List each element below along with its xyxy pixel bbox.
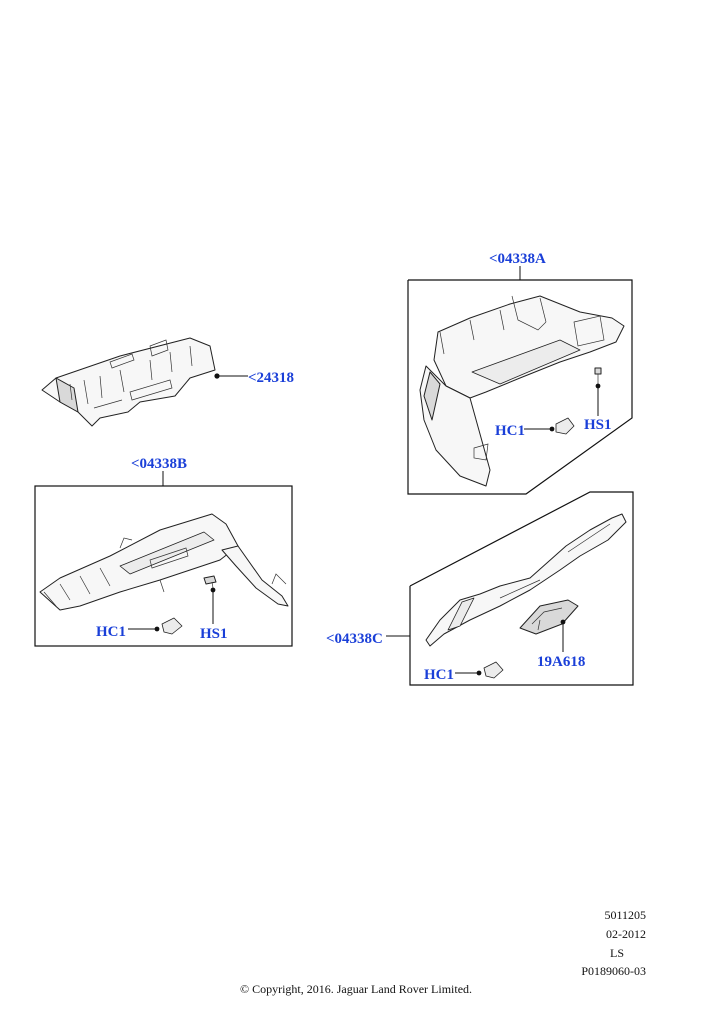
callout-hc1-c-label: HC1 bbox=[424, 667, 454, 683]
frame-04338B bbox=[34, 485, 293, 647]
clip-hc1-b: HC1 bbox=[96, 617, 183, 640]
callout-hc1-b-label: HC1 bbox=[96, 624, 126, 640]
assembly-04338B: <04338B bbox=[34, 456, 293, 647]
assembly-04338A: <04338A bbox=[407, 251, 633, 495]
copyright-notice: © Copyright, 2016. Jaguar Land Rover Lim… bbox=[239, 982, 473, 996]
callout-04338B-label: <04338B bbox=[131, 456, 187, 472]
screw-hs1-a: HS1 bbox=[584, 367, 612, 433]
meta-line-2: 02-2012 bbox=[606, 927, 646, 941]
meta-line-1: 5011205 bbox=[604, 908, 646, 922]
frame-04338A bbox=[407, 279, 633, 495]
callout-hc1-a-label: HC1 bbox=[495, 423, 525, 439]
callout-hs1-a-label: HS1 bbox=[584, 417, 612, 433]
meta-line-3: LS bbox=[609, 946, 624, 960]
callout-hs1-b-label: HS1 bbox=[200, 626, 228, 642]
callout-19A618-label: 19A618 bbox=[537, 654, 585, 670]
callout-24318-label: <24318 bbox=[248, 370, 294, 386]
callout-19A618: 19A618 bbox=[537, 619, 585, 670]
meta-line-4: P0189060-03 bbox=[581, 964, 646, 978]
callout-24318: <24318 bbox=[214, 370, 294, 386]
callout-04338C-label: <04338C bbox=[326, 631, 383, 647]
clip-hc1-c: HC1 bbox=[424, 661, 504, 683]
clip-hc1-a: HC1 bbox=[495, 417, 575, 439]
screw-hs1-b: HS1 bbox=[200, 575, 228, 642]
frame-04338C bbox=[409, 491, 634, 686]
callout-04338A-label: <04338A bbox=[489, 251, 546, 267]
part-24318-bracket bbox=[41, 337, 216, 427]
assembly-04338C: <04338C bbox=[326, 491, 634, 686]
